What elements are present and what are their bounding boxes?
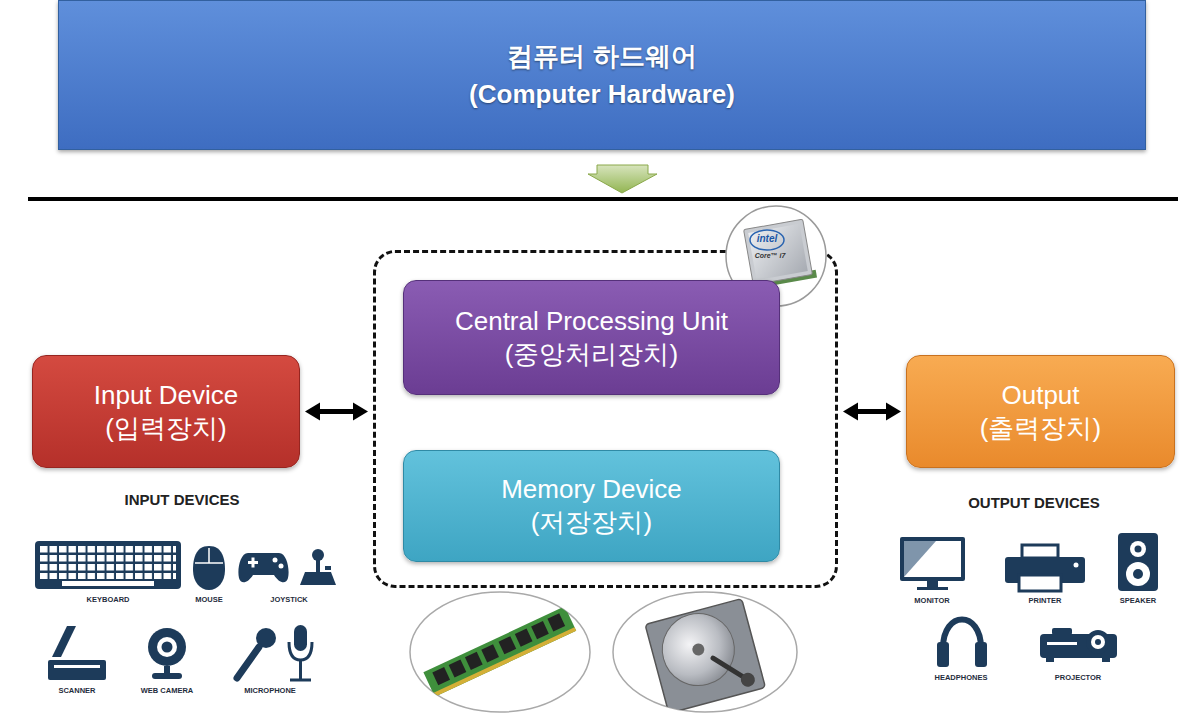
double-arrow [305, 403, 368, 421]
device-label: KEYBOARD [87, 595, 130, 604]
down-arrow [588, 165, 657, 193]
device-label: WEB CAMERA [141, 686, 194, 695]
logo-text: intel [757, 233, 778, 245]
device-label: JOYSTICK [270, 595, 308, 604]
box-text: Output (출력장치) [966, 379, 1116, 445]
section-heading: INPUT DEVICES [124, 491, 239, 509]
device-label: MONITOR [914, 596, 949, 605]
logo-text: Core™ i7 [755, 252, 786, 260]
speaker-icon [1118, 533, 1158, 591]
device-label: HEADPHONES [935, 673, 988, 682]
section-heading: OUTPUT DEVICES [968, 494, 1100, 512]
arrow-head [305, 403, 320, 421]
device-label: PROJECTOR [1055, 673, 1102, 682]
webcam-icon [148, 628, 186, 679]
joystick-icon [238, 549, 336, 585]
device-label: MICROPHONE [244, 686, 296, 695]
arrow-head [886, 403, 901, 421]
divider-line [28, 197, 1178, 201]
arrow-head [843, 403, 858, 421]
scanner-icon [48, 626, 106, 680]
box-text: Memory Device (저장장치) [442, 473, 742, 539]
projector-icon [1040, 628, 1117, 662]
ram-photo [410, 592, 590, 712]
device-label: PRINTER [1029, 596, 1062, 605]
arrow-head [353, 403, 368, 421]
device-label: SPEAKER [1120, 596, 1156, 605]
arrow-shaft [856, 409, 888, 414]
keyboard-icon [35, 541, 181, 589]
mouse-icon [193, 546, 225, 590]
memory-box: Memory Device (저장장치) [403, 450, 780, 562]
monitor-icon [900, 537, 965, 590]
device-label: MOUSE [195, 595, 223, 604]
microphone-icon [237, 625, 312, 680]
title-text: 컴퓨터 하드웨어 (Computer Hardware) [452, 37, 752, 113]
arrow-shaft [318, 409, 355, 414]
output-box: Output (출력장치) [906, 355, 1175, 468]
title-band: 컴퓨터 하드웨어 (Computer Hardware) [58, 0, 1146, 150]
cpu-box: Central Processing Unit (중앙처리장치) [403, 280, 780, 395]
double-arrow [843, 403, 901, 421]
headphones-icon [937, 620, 987, 668]
printer-icon [1005, 545, 1085, 591]
system-unit-group: Central Processing Unit (중앙처리장치) Memory D… [373, 250, 838, 588]
hdd-photo [613, 592, 797, 713]
box-text: Central Processing Unit (중앙처리장치) [427, 305, 757, 371]
device-label: SCANNER [58, 686, 95, 695]
input-box: Input Device (입력장치) [32, 355, 300, 468]
box-text: Input Device (입력장치) [66, 379, 266, 445]
